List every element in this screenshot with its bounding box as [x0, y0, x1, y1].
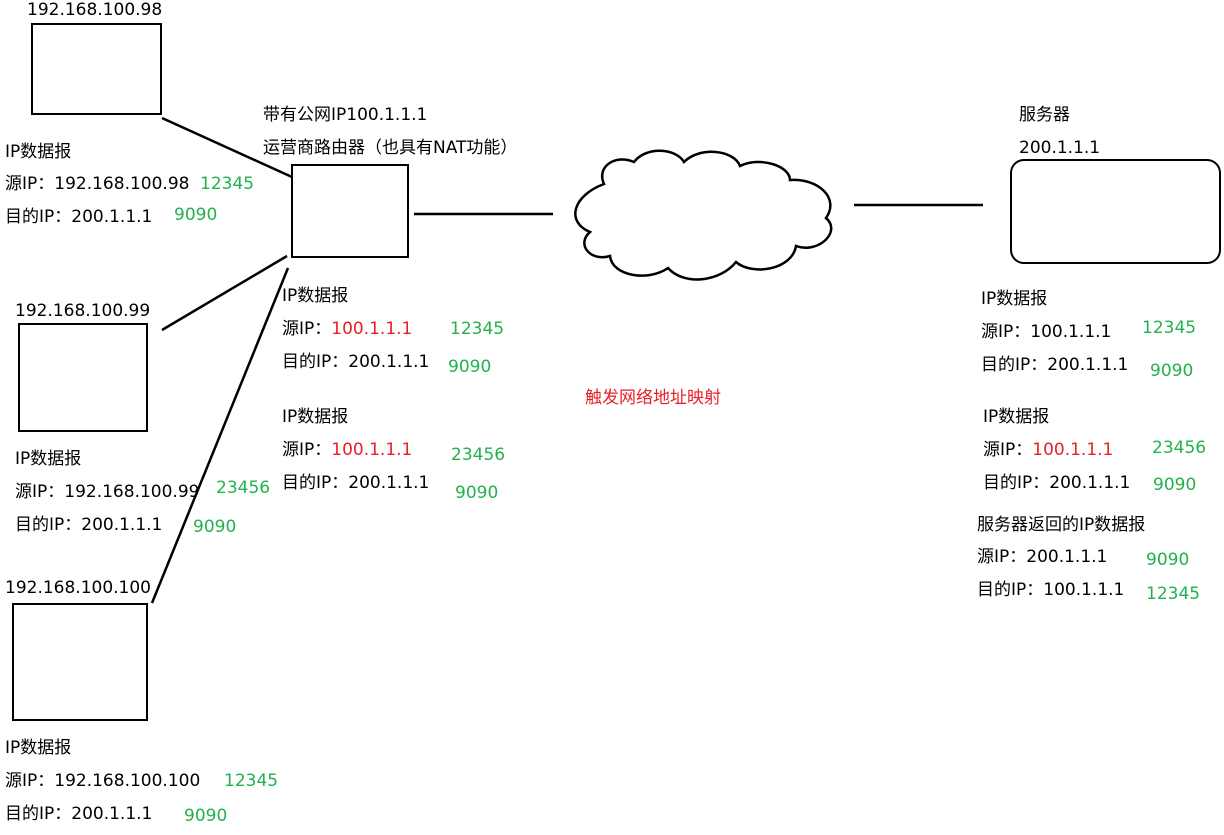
packet-src: 源IP：192.168.100.100: [5, 771, 201, 791]
packet-src: 源IP：100.1.1.1: [983, 440, 1114, 460]
packet-src-port: 23456: [216, 478, 271, 498]
nat-mapping-annotation: 触发网络地址映射: [585, 388, 721, 408]
link-host99-router: [161, 254, 288, 332]
packet-src: 源IP：100.1.1.1: [981, 322, 1112, 342]
packet-src-port: 23456: [451, 445, 506, 465]
router-public-ip-label: 带有公网IP100.1.1.1: [263, 105, 428, 125]
router-box: [291, 164, 409, 258]
packet-dst: 目的IP：200.1.1.1: [983, 473, 1131, 493]
packet-src-port: 12345: [450, 319, 505, 339]
packet-dst: 目的IP：200.1.1.1: [282, 473, 430, 493]
packet-src-port: 9090: [1146, 550, 1190, 570]
host-98-ip: 192.168.100.98: [27, 0, 163, 20]
packet-title: IP数据报: [15, 449, 82, 469]
link-host98-router: [161, 116, 293, 179]
router-name-label: 运营商路由器（也具有NAT功能）: [263, 138, 518, 158]
cloud-icon: [574, 149, 833, 281]
packet-dst: 目的IP：200.1.1.1: [5, 207, 153, 227]
packet-title: IP数据报: [981, 289, 1048, 309]
packet-dst-port: 9090: [193, 517, 237, 537]
packet-dst: 目的IP：100.1.1.1: [977, 580, 1125, 600]
server-ip-label: 200.1.1.1: [1019, 138, 1101, 158]
packet-dst-port: 9090: [448, 357, 492, 377]
packet-title: IP数据报: [5, 738, 72, 758]
packet-title: IP数据报: [5, 142, 72, 162]
host-100-ip: 192.168.100.100: [5, 578, 152, 598]
packet-src-port: 12345: [224, 771, 279, 791]
packet-src-port: 12345: [200, 174, 255, 194]
packet-title: IP数据报: [983, 407, 1050, 427]
packet-dst-port: 9090: [455, 483, 499, 503]
packet-src-port: 23456: [1152, 438, 1207, 458]
packet-dst: 目的IP：200.1.1.1: [981, 355, 1129, 375]
packet-src-port: 12345: [1142, 318, 1197, 338]
host-99-ip: 192.168.100.99: [15, 301, 151, 321]
packet-title: 服务器返回的IP数据报: [977, 515, 1146, 535]
link-host100-router: [150, 267, 290, 604]
packet-src: 源IP：192.168.100.98: [5, 174, 190, 194]
packet-src: 源IP：100.1.1.1: [282, 440, 413, 460]
server-name-label: 服务器: [1019, 105, 1070, 125]
packet-title: IP数据报: [282, 286, 349, 306]
packet-dst: 目的IP：200.1.1.1: [5, 804, 153, 824]
packet-dst: 目的IP：200.1.1.1: [15, 515, 163, 535]
packet-src: 源IP：200.1.1.1: [977, 547, 1108, 567]
packet-dst-port: 9090: [174, 205, 218, 225]
server-box: [1010, 159, 1221, 264]
packet-dst-port: 12345: [1146, 584, 1201, 604]
packet-src: 源IP：100.1.1.1: [282, 319, 413, 339]
packet-title: IP数据报: [282, 407, 349, 427]
packet-dst-port: 9090: [1153, 475, 1197, 495]
host-99-box: [18, 323, 148, 432]
packet-src: 源IP：192.168.100.99: [15, 482, 200, 502]
packet-dst-port: 9090: [184, 806, 228, 826]
host-100-box: [12, 603, 148, 721]
host-98-box: [31, 23, 162, 115]
packet-dst: 目的IP：200.1.1.1: [282, 352, 430, 372]
packet-dst-port: 9090: [1150, 361, 1194, 381]
